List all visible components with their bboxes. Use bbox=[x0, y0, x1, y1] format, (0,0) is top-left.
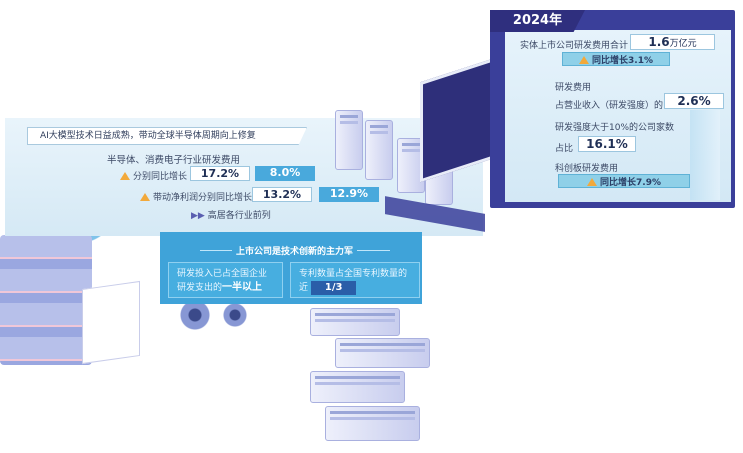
total-number: 1.6 bbox=[648, 35, 670, 49]
patent-box: 专利数量占全国专利数量的 近 1/3 bbox=[290, 262, 420, 298]
server-icon bbox=[335, 338, 430, 368]
star-market-growth: 同比增长7.9% bbox=[558, 174, 690, 188]
patent-line1: 专利数量占全国专利数量的 bbox=[299, 269, 408, 279]
up-triangle-icon bbox=[587, 178, 598, 186]
rd-line1: 研发投入已占全国企业 bbox=[177, 269, 268, 279]
star-market-label: 科创板研发费用 bbox=[555, 164, 619, 174]
total-growth-text: 同比增长3.1% bbox=[592, 56, 653, 66]
document-illustration bbox=[82, 280, 140, 365]
double-arrow-icon: ▶▶ bbox=[191, 211, 208, 221]
total-unit: 万亿元 bbox=[669, 39, 697, 49]
patent-near: 近 bbox=[299, 283, 309, 293]
row2-value-2: 12.9% bbox=[319, 187, 379, 202]
server-icon bbox=[335, 110, 363, 170]
server-stack-left bbox=[0, 235, 92, 365]
row1-label: 分别同比增长 bbox=[120, 169, 187, 182]
star-growth-text: 同比增长7.9% bbox=[600, 178, 661, 188]
up-triangle-icon bbox=[120, 172, 130, 180]
row1-value-1: 17.2% bbox=[190, 166, 250, 181]
semiconductor-heading: 半导体、消费电子行业研发费用 bbox=[107, 155, 241, 166]
share-value: 16.1% bbox=[578, 136, 636, 152]
row2-label-text: 带动净利润分别同比增长 bbox=[153, 193, 253, 203]
patent-line2: 近 1/3 bbox=[299, 281, 411, 295]
year-tab: 2024年 bbox=[490, 10, 585, 32]
bar-decoration bbox=[690, 110, 720, 200]
rd-share-box: 研发投入已占全国企业 研发支出的一半以上 bbox=[168, 262, 283, 298]
server-icon bbox=[365, 120, 393, 180]
rank-text-label: 高居各行业前列 bbox=[207, 211, 271, 221]
rd-line2: 研发支出的一半以上 bbox=[177, 281, 274, 295]
rank-text: ▶▶ 高居各行业前列 bbox=[191, 208, 271, 221]
share-label: 占比 bbox=[555, 144, 574, 154]
server-icon bbox=[325, 406, 420, 441]
total-label: 实体上市公司研发费用合计 bbox=[520, 41, 629, 51]
patent-value: 1/3 bbox=[310, 281, 357, 295]
row2-label: 带动净利润分别同比增长 bbox=[140, 190, 252, 203]
ai-banner: AI大模型技术日益成熟，带动全球半导体周期向上修复 bbox=[27, 127, 307, 145]
server-icon bbox=[310, 308, 400, 336]
rd-half: 一半以上 bbox=[222, 282, 263, 293]
total-value: 1.6万亿元 bbox=[630, 34, 715, 50]
over10-label: 研发强度大于10%的公司家数 bbox=[555, 123, 675, 133]
row2-value-1: 13.2% bbox=[252, 187, 312, 202]
intensity-value: 2.6% bbox=[664, 93, 724, 109]
row1-value-2: 8.0% bbox=[255, 166, 315, 181]
rd-line2-text: 研发支出的 bbox=[177, 283, 223, 293]
server-icon bbox=[310, 371, 405, 403]
intensity-label-2: 占营业收入（研发强度）的 bbox=[555, 101, 664, 111]
small-gears-icon bbox=[175, 300, 255, 330]
total-growth: 同比增长3.1% bbox=[562, 52, 670, 66]
up-triangle-icon bbox=[140, 193, 150, 201]
intensity-label-1: 研发费用 bbox=[555, 83, 592, 93]
main-force-heading: 上市公司是技术创新的主力军 bbox=[232, 244, 358, 257]
row1-label-text: 分别同比增长 bbox=[133, 172, 188, 182]
up-triangle-icon bbox=[579, 56, 590, 64]
